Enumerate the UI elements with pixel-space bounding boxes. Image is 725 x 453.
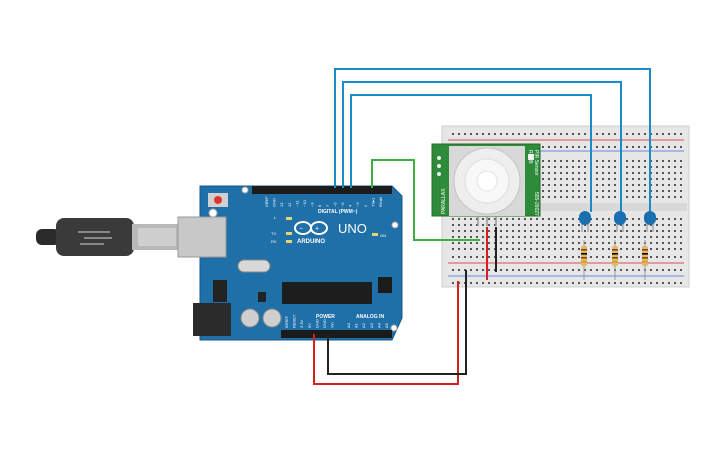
- sensor-label-rev: Rev B: [527, 150, 533, 164]
- digital-pin-label: 2: [363, 204, 368, 207]
- svg-text:−: −: [299, 226, 303, 233]
- arduino-board: − + ARDUINO UNO DIGITAL (PWM~) POWER ANA…: [177, 185, 403, 341]
- analog-pin-label: A0: [346, 322, 351, 328]
- wire-blue-2: [342, 81, 622, 212]
- digital-pin-label: ~6: [332, 202, 337, 207]
- digital-pin-label: 8: [317, 204, 322, 207]
- board-brand: ARDUINO: [297, 239, 325, 245]
- sensor-label-part: 555-28027: [533, 192, 539, 216]
- resistor: [581, 240, 587, 280]
- led: [614, 211, 626, 232]
- arduino-logo: − +: [294, 221, 328, 235]
- sensor-label-maker: PARALLAX: [441, 188, 447, 214]
- power-pin-label: RESET: [292, 314, 297, 328]
- digital-pin-label: 13: [279, 202, 284, 207]
- analog-pin-label: A5: [384, 322, 389, 328]
- analog-pin-label: A2: [361, 322, 366, 328]
- digital-pin-label: ~3: [355, 202, 360, 207]
- analog-pin-label: A4: [376, 322, 381, 328]
- wires: [313, 68, 651, 385]
- analog-label: ANALOG IN: [356, 314, 384, 320]
- power-pin-label: GND: [322, 319, 327, 328]
- wire-black-gnd: [327, 270, 467, 375]
- resistor: [642, 240, 648, 280]
- digital-pin-label: ~5: [340, 202, 345, 207]
- led: [644, 211, 656, 232]
- digital-pin-label: 4: [348, 204, 353, 207]
- analog-pin-label: A1: [354, 322, 359, 328]
- power-label: POWER: [316, 314, 335, 320]
- rx-led-label: RX: [271, 239, 277, 244]
- digital-pin-label: 12: [287, 202, 292, 207]
- digital-header-label: DIGITAL (PWM~): [318, 209, 358, 215]
- resistors: [581, 240, 648, 280]
- digital-pin-label: GND: [272, 198, 277, 207]
- leds: [579, 211, 656, 232]
- sensor-label-name: PIR Sensor: [533, 150, 539, 176]
- wire-blue-1: [334, 68, 651, 212]
- l-led-label: L: [274, 215, 277, 220]
- digital-pin-label: 7: [325, 204, 330, 207]
- power-pin-label: Vin: [330, 322, 335, 328]
- resistor: [612, 240, 618, 280]
- wire-blue-3: [350, 94, 592, 212]
- pir-sensor: PIR Sensor Rev B 555-28027 PARALLAX: [431, 143, 541, 226]
- power-pin-label: GND: [314, 319, 319, 328]
- power-pin-label: IOREF: [284, 315, 289, 328]
- digital-pin-label: ~11: [294, 200, 299, 207]
- digital-pin-label: RX◂0: [378, 196, 383, 207]
- digital-pin-label: ~10: [302, 199, 307, 207]
- svg-text:+: +: [315, 226, 319, 233]
- analog-pin-label: A3: [369, 322, 374, 328]
- usb-cable: [36, 218, 180, 256]
- digital-pin-label: ~9: [310, 202, 315, 207]
- on-led-label: ON: [380, 233, 386, 238]
- power-pin-label: 3.3V: [299, 319, 304, 328]
- tx-led-label: TX: [271, 231, 276, 236]
- board-model: UNO: [338, 221, 367, 236]
- digital-pin-label: TX▸1: [370, 197, 375, 207]
- led: [579, 211, 591, 232]
- digital-pin-label: AREF: [264, 196, 269, 207]
- wire-green: [371, 159, 480, 241]
- power-pin-label: 5V: [307, 323, 312, 328]
- wire-red-5v: [313, 281, 459, 385]
